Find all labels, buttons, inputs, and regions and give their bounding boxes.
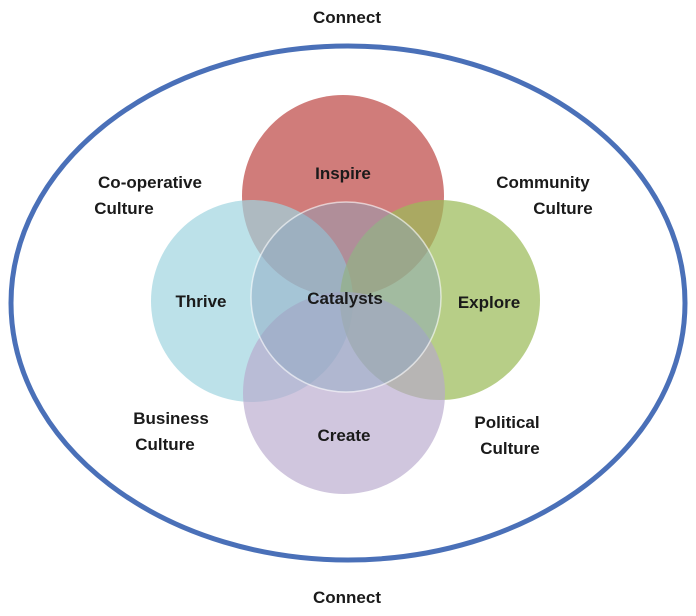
political-culture-label-line1: Political (474, 413, 539, 432)
create-label: Create (318, 426, 371, 445)
political-culture-label-line2: Culture (480, 439, 540, 458)
community-culture-label-line1: Community (496, 173, 590, 192)
connect-bottom-label: Connect (313, 588, 381, 607)
explore-label: Explore (458, 293, 520, 312)
inspire-label: Inspire (315, 164, 371, 183)
business-culture-label-line2: Culture (135, 435, 195, 454)
connect-top-label: Connect (313, 8, 381, 27)
cooperative-culture-label-line1: Co-operative (98, 173, 202, 192)
create-circle (243, 292, 445, 494)
catalysts-circle (250, 201, 442, 393)
community-culture-label-line2: Culture (533, 199, 593, 218)
thrive-label: Thrive (175, 292, 226, 311)
outer-ellipse (8, 43, 688, 563)
business-culture-label-line1: Business (133, 409, 209, 428)
catalysts-label: Catalysts (307, 289, 383, 308)
cooperative-culture-label-line2: Culture (94, 199, 154, 218)
